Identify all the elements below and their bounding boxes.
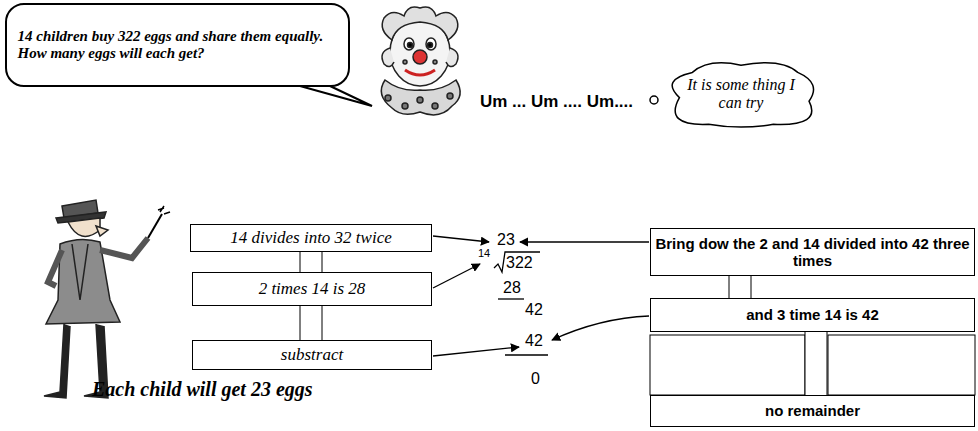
connector-line (729, 276, 730, 298)
connector-fill (805, 332, 827, 395)
box-outline-shape (193, 273, 432, 306)
box-outline-shape (672, 63, 813, 127)
empty-frame (650, 335, 805, 395)
connector-line (300, 306, 301, 340)
box-connector (300, 306, 322, 340)
step-box: Bring dow the 2 and 14 divided into 42 t… (650, 228, 975, 276)
empty-frame (828, 335, 975, 395)
connector-fill (300, 306, 322, 340)
remainder: 0 (531, 370, 540, 388)
box-text: 2 times 14 is 28 (259, 279, 366, 299)
bubble-tail (300, 86, 372, 106)
connector-line (300, 252, 301, 272)
connector-line (805, 332, 806, 395)
speech-bubble: 14 children buy 322 eggs and share them … (5, 3, 350, 87)
product: 28 (503, 279, 521, 297)
clown-figure (381, 7, 460, 115)
box-outline-shape (193, 341, 432, 370)
box-text: 14 children buy 322 eggs and share them … (18, 28, 338, 63)
product: 42 (525, 332, 543, 350)
thinking-sound: Um ... Um .... Um.... (480, 92, 633, 112)
box-connector (729, 276, 751, 298)
box-outline-shape (6, 4, 349, 86)
division-bracket (494, 252, 540, 272)
connector-fill (729, 276, 751, 298)
box-outline-shape (651, 396, 975, 427)
answer-text: Each child will get 23 eggs (92, 378, 313, 401)
step-box: substract (192, 340, 432, 370)
thought-dot (650, 96, 658, 104)
step-box: 14 divides into 32 twice (190, 224, 432, 252)
leader-arrow (433, 236, 489, 242)
man-figure (44, 200, 170, 398)
leader-arrow (520, 241, 649, 242)
subtraction-line (498, 298, 524, 299)
box-text: It is some thing I can try (681, 76, 801, 113)
dividend: 322 (506, 254, 533, 272)
box-text: substract (281, 345, 343, 365)
leader-arrow (552, 316, 649, 340)
connector-line (751, 276, 752, 298)
connector-line (827, 332, 828, 395)
step-box: no remainder (650, 395, 975, 427)
box-text: no remainder (765, 402, 860, 419)
leader-arrow (433, 264, 480, 288)
quotient: 23 (497, 231, 515, 249)
subtraction-line (505, 354, 548, 355)
box-text: 14 divides into 32 twice (230, 228, 391, 248)
connector-line (322, 306, 323, 340)
step-box: and 3 time 14 is 42 (650, 298, 975, 332)
box-outline-shape (651, 299, 975, 332)
connector-line (322, 252, 323, 272)
connector-fill (300, 252, 322, 272)
step-box: 2 times 14 is 28 (192, 272, 432, 306)
box-text: and 3 time 14 is 42 (746, 306, 879, 323)
box-outline-shape (191, 225, 432, 252)
box-connector (805, 332, 827, 395)
box-connector (300, 252, 322, 272)
partial-dividend: 42 (525, 301, 543, 319)
box-text: Bring dow the 2 and 14 divided into 42 t… (655, 235, 970, 270)
leader-arrow (433, 347, 519, 356)
box-outline-shape (651, 229, 975, 276)
divisor: 14 (478, 247, 490, 259)
thought-cloud: It is some thing I can try (660, 58, 822, 130)
